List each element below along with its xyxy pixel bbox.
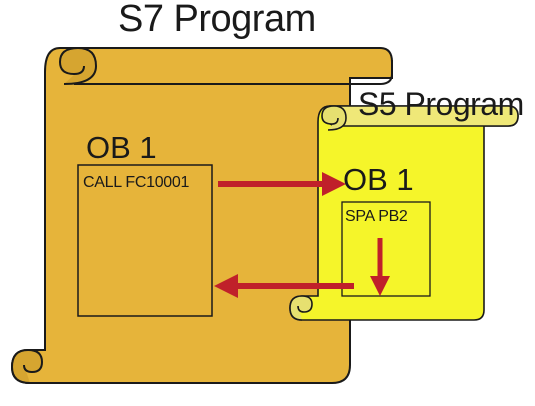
s7-call-instruction: CALL FC10001 (83, 174, 190, 191)
s7-ob1-box (77, 164, 213, 317)
s7-scroll-bottom-roll (10, 348, 44, 384)
s5-ob1-label: OB 1 (343, 162, 414, 197)
s5-scroll-top-roll (321, 105, 347, 131)
s5-program-title: S5 Program (358, 86, 524, 122)
s5-scroll (289, 105, 519, 321)
s5-jump-instruction: SPA PB2 (345, 208, 408, 225)
s5-ob1-box (341, 201, 431, 297)
s7-program-title: S7 Program (118, 0, 316, 40)
s5-scroll-bottom-roll (289, 295, 313, 321)
s7-scroll-top-edge (74, 60, 393, 85)
s7-ob1-label: OB 1 (86, 130, 157, 165)
s7-scroll-top-roll (58, 46, 98, 85)
